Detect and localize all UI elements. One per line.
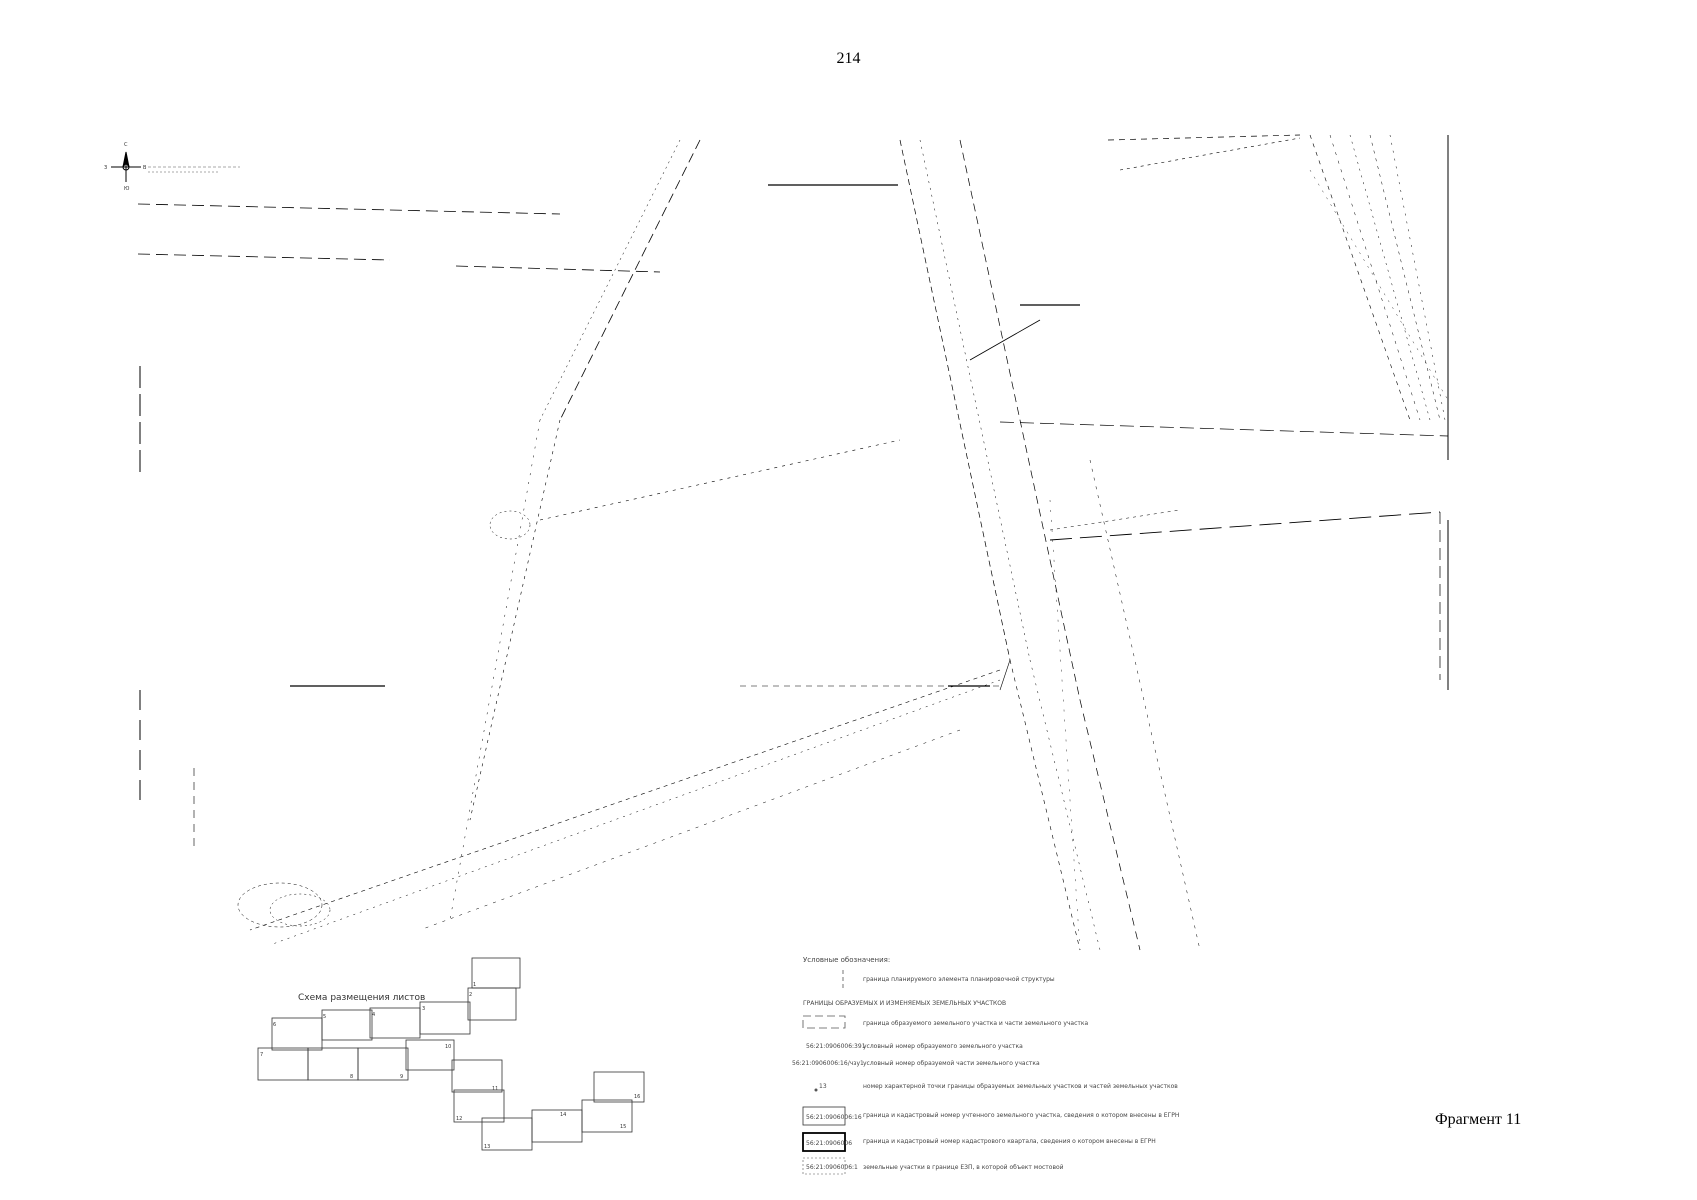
sheet-number: 8 xyxy=(350,1074,353,1080)
sheet-number: 1 xyxy=(473,982,476,988)
sheet-number: 3 xyxy=(422,1006,425,1012)
legend: Условные обозначения: граница планируемо… xyxy=(792,956,1179,1175)
svg-text:земельные участки в границе ЕЗ: земельные участки в границе ЕЗП, в котор… xyxy=(863,1164,1064,1171)
svg-text:В: В xyxy=(143,165,147,171)
map-lines xyxy=(137,134,1449,951)
sheet-number: 15 xyxy=(620,1124,626,1130)
sheet-number: 9 xyxy=(400,1074,403,1080)
sheet-number: 16 xyxy=(634,1094,640,1100)
svg-text:56:21:0906006:16: 56:21:0906006:16 xyxy=(806,1114,862,1121)
svg-text:граница и кадастровый номер ка: граница и кадастровый номер кадастрового… xyxy=(863,1138,1156,1145)
legend-item: 56:21:0906006 граница и кадастровый номе… xyxy=(802,1132,1156,1152)
svg-text:13: 13 xyxy=(819,1083,827,1090)
sheet-number: 4 xyxy=(372,1012,375,1018)
sheet-scheme: Схема размещения листов 1 2 3 4 5 6 7 8 … xyxy=(257,957,645,1151)
svg-text:граница и кадастровый номер уч: граница и кадастровый номер учтенного зе… xyxy=(863,1112,1179,1119)
svg-text:З: З xyxy=(104,165,107,171)
svg-text:ГРАНИЦЫ ОБРАЗУЕМЫХ И ИЗМЕНЯЕМЫ: ГРАНИЦЫ ОБРАЗУЕМЫХ И ИЗМЕНЯЕМЫХ ЗЕМЕЛЬНЫ… xyxy=(803,1000,1006,1007)
svg-text:условный номер образуемой част: условный номер образуемой части земельно… xyxy=(863,1060,1040,1067)
svg-text:Ю: Ю xyxy=(124,186,130,192)
sheet-number: 14 xyxy=(560,1112,566,1118)
sheet-number: 2 xyxy=(469,992,472,998)
north-arrow-icon xyxy=(111,151,141,182)
svg-text:56:21:0906006:391: 56:21:0906006:391 xyxy=(806,1043,866,1050)
legend-title: Условные обозначения: xyxy=(803,956,890,964)
svg-text:56:21:0906006: 56:21:0906006 xyxy=(806,1140,852,1147)
sheet-number: 11 xyxy=(492,1086,498,1092)
sheet-number: 12 xyxy=(456,1116,462,1122)
sheet-scheme-title: Схема размещения листов xyxy=(298,993,425,1003)
legend-item: ГРАНИЦЫ ОБРАЗУЕМЫХ И ИЗМЕНЯЕМЫХ ЗЕМЕЛЬНЫ… xyxy=(803,1000,1006,1007)
svg-text:56:21:0906006:1: 56:21:0906006:1 xyxy=(806,1164,858,1171)
sheet-number: 10 xyxy=(445,1044,451,1050)
legend-item: 56:21:0906006:391 условный номер образуе… xyxy=(806,1043,1023,1050)
fragment-label: Фрагмент 11 xyxy=(1435,1111,1522,1128)
legend-item: 13 номер характерной точки границы образ… xyxy=(814,1083,1178,1092)
svg-text:условный номер образуемого зем: условный номер образуемого земельного уч… xyxy=(863,1043,1023,1050)
svg-text:граница планируемого элемента: граница планируемого элемента планировоч… xyxy=(863,976,1055,983)
sheet-grid xyxy=(257,957,645,1151)
legend-item: 56:21:0906006:16/чзу1 условный номер обр… xyxy=(792,1060,1040,1067)
legend-item: 56:21:0906006:16 граница и кадастровый н… xyxy=(802,1106,1179,1126)
svg-text:С: С xyxy=(124,142,128,148)
compass: С Ю З В xyxy=(104,142,240,192)
svg-text:граница образуемого земельного: граница образуемого земельного участка и… xyxy=(863,1020,1089,1027)
sheet-number: 5 xyxy=(323,1014,326,1020)
legend-item: граница образуемого земельного участка и… xyxy=(802,1015,1089,1029)
sheet-number: 7 xyxy=(260,1052,263,1058)
legend-item: 56:21:0906006:1 земельные участки в гран… xyxy=(802,1157,1064,1175)
sheet-number: 13 xyxy=(484,1144,490,1150)
svg-text:номер характерной точки границ: номер характерной точки границы образуем… xyxy=(863,1083,1178,1090)
legend-item: граница планируемого элемента планировоч… xyxy=(842,970,1055,988)
sheet-number: 6 xyxy=(273,1022,276,1028)
page-number: 214 xyxy=(836,50,861,67)
svg-text:56:21:0906006:16/чзу1: 56:21:0906006:16/чзу1 xyxy=(792,1060,864,1067)
